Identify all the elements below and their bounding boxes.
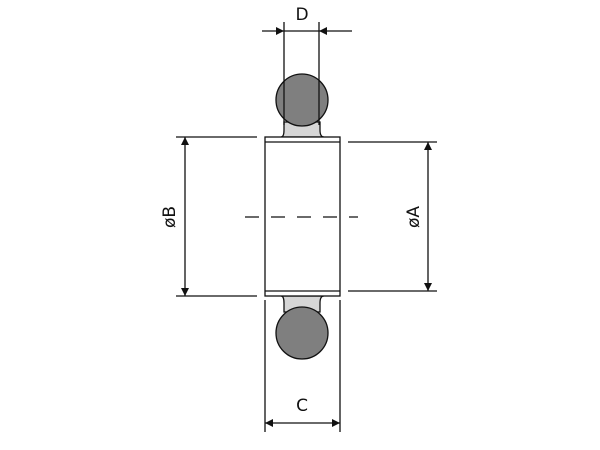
label-c: C xyxy=(296,396,308,416)
bottom-ring-section xyxy=(275,306,329,360)
top-ring-section xyxy=(275,73,329,127)
label-d: D xyxy=(295,5,308,25)
label-a: øA xyxy=(404,206,424,228)
label-b: øB xyxy=(160,206,180,228)
